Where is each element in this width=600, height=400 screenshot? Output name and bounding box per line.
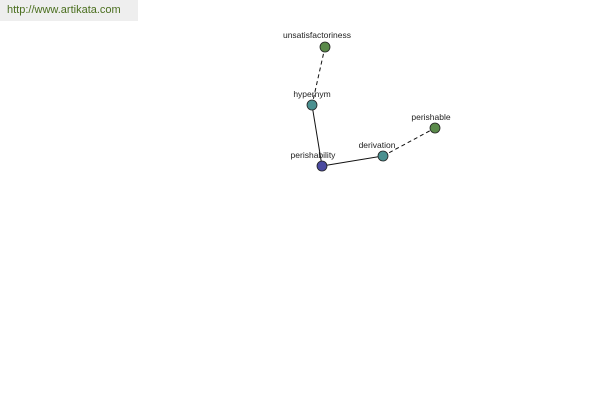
node-circle-perishability[interactable] — [316, 160, 328, 172]
node-perishable[interactable]: perishable — [411, 112, 451, 134]
edge-unsatisfactoriness-hypernym — [311, 46, 326, 106]
node-label-perishable: perishable — [411, 112, 450, 122]
node-circle-perishable[interactable] — [429, 122, 441, 134]
site-url: http://www.artikata.com — [7, 4, 121, 16]
node-perishability[interactable]: perishability — [291, 150, 337, 172]
node-circle-hypernym[interactable] — [306, 99, 318, 111]
edge-derivation-perishable — [382, 127, 436, 157]
node-unsatisfactoriness[interactable]: unsatisfactoriness — [283, 30, 351, 53]
node-label-perishability: perishability — [291, 150, 337, 160]
node-circle-unsatisfactoriness[interactable] — [319, 41, 331, 53]
node-label-unsatisfactoriness: unsatisfactoriness — [283, 30, 351, 40]
watermark-banner: http://www.artikata.com — [0, 0, 138, 21]
nodes: unsatisfactoriness hypernym perishability d… — [283, 30, 451, 172]
node-circle-derivation[interactable] — [377, 150, 389, 162]
node-derivation[interactable]: derivation — [359, 140, 396, 162]
edge-hypernym-perishability — [311, 104, 323, 167]
node-hypernym[interactable]: hypernym — [293, 89, 331, 111]
edge-perishability-derivation — [321, 155, 384, 167]
node-label-hypernym: hypernym — [293, 89, 330, 99]
node-label-derivation: derivation — [359, 140, 396, 150]
edges — [311, 46, 436, 167]
